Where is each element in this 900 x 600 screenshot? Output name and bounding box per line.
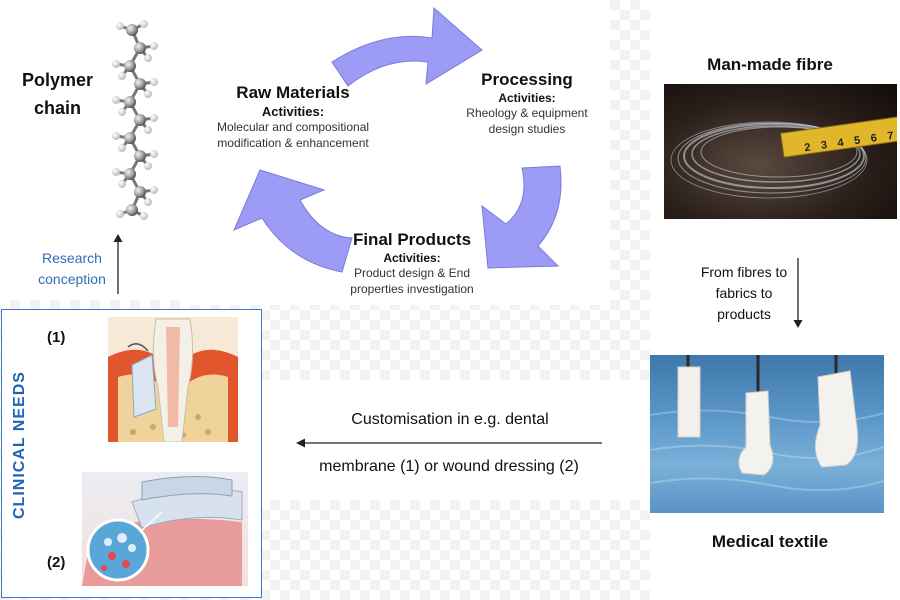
cycle-arrow-left (233, 169, 353, 273)
tape-number: 4 (836, 136, 845, 150)
medical-textile-image (650, 355, 884, 513)
man-made-fibre-title: Man-made fibre (707, 55, 833, 74)
up-arrow-icon (113, 234, 123, 294)
customisation-line2: membrane (1) or wound dressing (2) (319, 458, 579, 475)
wound-dressing-illustration (82, 475, 243, 586)
final-products-activities-label: Activities: (383, 251, 441, 265)
down-arrow-icon (793, 258, 803, 328)
medical-textile-title: Medical textile (711, 532, 829, 551)
textile-samples-illustration (650, 355, 884, 492)
clinical-item1-label: (1) (47, 329, 66, 346)
fibres-to-products-label: From fibres to fabrics to products (700, 264, 788, 322)
polymer-chain-molecule-icon (112, 20, 158, 220)
raw-materials-description: Molecular and compositional modification… (216, 120, 370, 150)
processing-activities-label: Activities: (498, 91, 556, 105)
final-products-description: Product design & End properties investig… (350, 266, 474, 296)
clinical-needs-label: CLINICAL NEEDS (11, 371, 28, 519)
processing-block: Processing Activities: Rheology & equipm… (452, 69, 602, 137)
man-made-fibre-image: 2 3 4 5 6 7 (664, 84, 897, 219)
cycle-arrow-top (331, 6, 483, 87)
tape-number: 6 (870, 132, 878, 145)
raw-materials-activities-label: Activities: (261, 104, 325, 119)
research-conception-label: Research conception (38, 250, 106, 287)
tape-number: 3 (820, 139, 828, 152)
final-products-block: Final Products Activities: Product desig… (335, 229, 489, 297)
final-products-title: Final Products (352, 230, 472, 249)
tape-number: 5 (853, 134, 862, 148)
processing-title: Processing (481, 70, 573, 89)
cycle-arrows (233, 6, 562, 273)
customisation-line1: Customisation in e.g. dental (351, 411, 549, 428)
polymer-chain-title: Polymer chain (21, 70, 94, 118)
tooth-cross-section-illustration (108, 318, 238, 442)
raw-materials-title: Raw Materials (236, 83, 350, 102)
clinical-item2-label: (2) (47, 554, 66, 571)
dental-membrane-image (108, 317, 238, 442)
wound-dressing-image (82, 472, 248, 586)
fibre-coil-illustration (670, 114, 897, 199)
middle-bottom-panel (262, 380, 652, 500)
raw-materials-block: Raw Materials Activities: Molecular and … (198, 82, 388, 151)
cycle-arrow-right (481, 165, 562, 269)
tape-number: 2 (803, 141, 812, 155)
left-arrow-icon (296, 438, 602, 448)
processing-description: Rheology & equipment design studies (466, 106, 588, 136)
